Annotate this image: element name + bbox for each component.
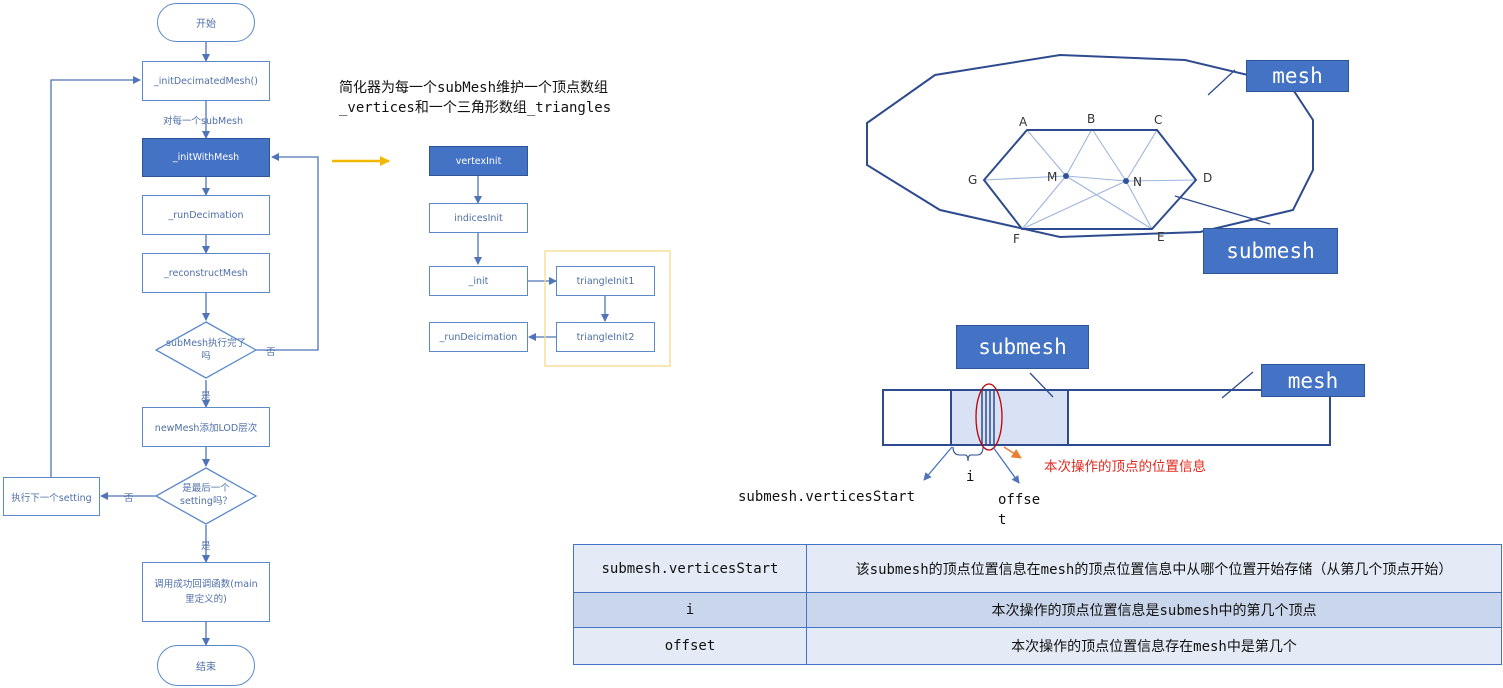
table-desc-cell: 本次操作的顶点位置信息存在mesh中是第几个 (806, 627, 1502, 665)
mesh-leader-lines (1174, 69, 1271, 225)
run-deicimation-step: _runDeicimation (429, 322, 528, 352)
decision-last-setting-text: 是最后一个setting吗？ (180, 483, 232, 507)
i-label: i (966, 469, 975, 485)
array-submesh-tag: submesh (956, 325, 1089, 369)
simplifier-note: 简化器为每一个subMesh维护一个顶点数组_vertices和一个三角形数组_… (339, 80, 612, 116)
i-brace (952, 446, 984, 462)
run-decimation-step: _runDecimation (142, 195, 270, 235)
red-note-arrow (1003, 446, 1022, 459)
table-desc-cell: 本次操作的顶点位置信息是submesh中的第几个顶点 (806, 592, 1502, 628)
decision-submesh-done-shape (154, 321, 258, 379)
highlight-ellipse (975, 383, 1003, 451)
yes-label-1: 是 (201, 391, 211, 402)
mesh-array (882, 389, 1331, 446)
vertex-b-label: B (1087, 112, 1096, 126)
new-mesh-lod-step: newMesh添加LOD层次 (142, 407, 270, 447)
vertex-n-dot (1123, 178, 1129, 184)
per-submesh-label: 对每一个subMesh (163, 116, 244, 127)
vertex-f-label: F (1013, 232, 1020, 246)
vertex-m-label: M (1047, 170, 1058, 184)
vertex-n-label: N (1133, 175, 1142, 189)
offset-label: offset (998, 492, 1041, 528)
init-step: _init (429, 266, 528, 296)
triangulation (983, 128, 1197, 230)
vertex-m-dot (1063, 173, 1069, 179)
submesh-tag: submesh (1203, 228, 1338, 274)
yes-label-2: 是 (201, 541, 211, 552)
no-label-1: 否 (266, 347, 276, 358)
init-with-mesh-step: _initWithMesh (142, 138, 270, 177)
submesh-array (950, 389, 1069, 446)
end-terminal: 结束 (157, 645, 255, 686)
red-note: 本次操作的顶点的位置信息 (1044, 459, 1206, 475)
mesh-tag: mesh (1246, 60, 1349, 92)
submesh-outline (982, 129, 1198, 230)
init-decimated-mesh-step: _initDecimatedMesh() (142, 61, 270, 101)
table-row: submesh.verticesStart 该submesh的顶点位置信息在me… (573, 544, 1502, 593)
array-leader-lines (1029, 371, 1254, 399)
detail-flow-arrows (474, 176, 609, 341)
vertex-c-label: C (1154, 113, 1163, 127)
table-key-cell: offset (573, 627, 807, 665)
vertex-g-label: G (968, 173, 978, 187)
vertices-start-arrow (923, 446, 953, 481)
triangle-init-group (544, 250, 671, 367)
flowchart-arrows (50, 42, 319, 646)
reconstruct-mesh-step: _reconstructMesh (142, 253, 270, 293)
mesh-outline (866, 53, 1314, 239)
no-label-2: 否 (124, 493, 134, 504)
vertex-e-label: E (1157, 230, 1165, 244)
table-desc-cell: 该submesh的顶点位置信息在mesh的顶点位置信息中从哪个位置开始存储（从第… (806, 544, 1502, 593)
offset-arrow (992, 446, 1020, 484)
start-terminal: 开始 (157, 3, 255, 42)
decision-last-setting-shape (154, 467, 258, 525)
decision-submesh-done-text: subMesh执行完了吗 (166, 338, 247, 362)
operation-stripes (981, 390, 995, 445)
vertex-d-label: D (1203, 171, 1213, 185)
vertices-start-label: submesh.verticesStart (738, 489, 916, 505)
table-row: offset 本次操作的顶点位置信息存在mesh中是第几个 (573, 627, 1502, 665)
explanation-table: submesh.verticesStart 该submesh的顶点位置信息在me… (573, 544, 1502, 665)
vertex-a-label: A (1019, 115, 1028, 129)
indices-init-step: indicesInit (429, 203, 528, 233)
array-mesh-tag: mesh (1261, 364, 1365, 397)
next-setting-step: 执行下一个setting (3, 477, 100, 516)
triangle-init-1-step: triangleInit1 (556, 266, 655, 296)
table-key-cell: submesh.verticesStart (573, 544, 807, 593)
table-key-cell: i (573, 592, 807, 628)
vertex-init-step: vertexInit (429, 146, 528, 176)
triangle-init-2-step: triangleInit2 (556, 322, 655, 352)
table-row: i 本次操作的顶点位置信息是submesh中的第几个顶点 (573, 592, 1502, 628)
callback-step: 调用成功回调函数(main里定义的) (142, 562, 270, 622)
